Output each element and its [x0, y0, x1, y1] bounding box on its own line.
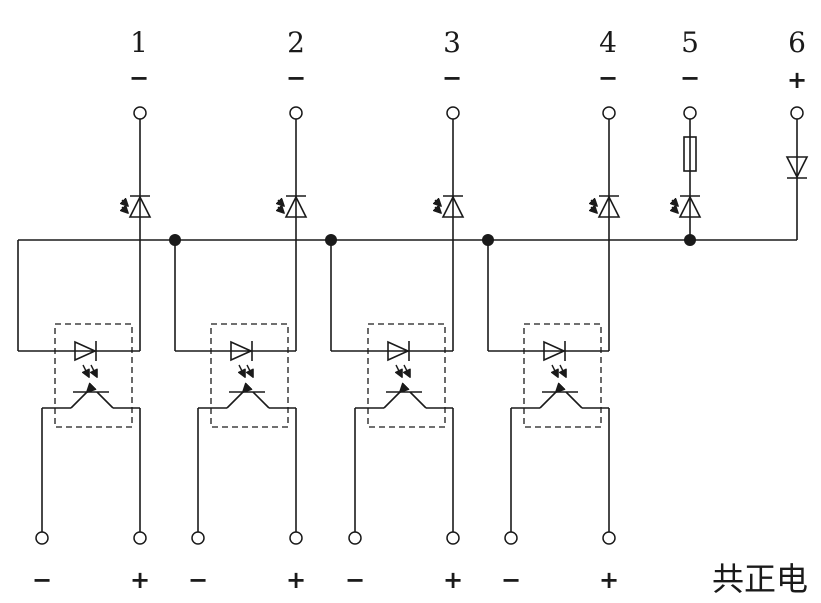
terminal-3-circle: [446, 106, 460, 120]
led-icon: [435, 195, 465, 218]
led-icon: [122, 195, 152, 218]
output-pair: −+: [345, 531, 463, 594]
junction-dot: [684, 234, 696, 246]
led-icon: [278, 195, 308, 218]
terminal-4-circle: [602, 106, 616, 120]
junction-dot: [325, 234, 337, 246]
led-icon: [387, 340, 410, 362]
led-icon: [543, 340, 566, 362]
terminal-1-circle: [133, 106, 147, 120]
output-plus-terminal: [446, 531, 460, 545]
terminal-5-sign: −: [680, 64, 700, 92]
output-minus-label: −: [32, 566, 52, 594]
output-plus-label: +: [286, 566, 306, 594]
junction-dot: [169, 234, 181, 246]
led-icon: [672, 195, 702, 218]
terminal-4-sign: −: [598, 64, 618, 92]
top-labels: 1 2 3 4 5 6 − − − − − +: [129, 26, 807, 94]
terminal-2-circle: [289, 106, 303, 120]
led-icon: [230, 340, 253, 362]
terminal-3-sign: −: [442, 64, 462, 92]
output-minus-terminal: [504, 531, 518, 545]
led-icon: [74, 340, 97, 362]
junction-dots: [169, 234, 696, 246]
output-pair: −+: [501, 531, 619, 594]
terminal-2-number: 2: [287, 26, 305, 59]
output-minus-label: −: [345, 566, 365, 594]
terminal-6-number: 6: [788, 26, 806, 59]
top-terminals: [133, 106, 804, 120]
terminal-1-sign: −: [129, 64, 149, 92]
output-plus-label: +: [599, 566, 619, 594]
terminal-5-number: 5: [681, 26, 699, 59]
terminal-3-number: 3: [443, 26, 461, 59]
terminal-4-number: 4: [599, 26, 617, 59]
terminal-6-sign: +: [787, 66, 807, 94]
output-plus-terminal: [289, 531, 303, 545]
output-minus-terminal: [191, 531, 205, 545]
wires: [17, 119, 798, 352]
optocoupler: [41, 323, 141, 532]
optocoupler: [197, 323, 297, 532]
output-plus-terminal: [602, 531, 616, 545]
output-plus-terminal: [133, 531, 147, 545]
output-plus-label: +: [443, 566, 463, 594]
terminal-1-number: 1: [130, 26, 148, 59]
indicator-leds: [122, 195, 702, 218]
junction-dot: [482, 234, 494, 246]
bottom-terminals: −+−+−+−+: [32, 531, 619, 594]
led-icon: [591, 195, 621, 218]
output-minus-terminal: [35, 531, 49, 545]
terminal-2-sign: −: [286, 64, 306, 92]
output-pair: −+: [32, 531, 150, 594]
output-minus-label: −: [188, 566, 208, 594]
output-plus-label: +: [130, 566, 150, 594]
optocoupler: [510, 323, 610, 532]
diode-icon: [785, 156, 809, 179]
resistor-icon: [683, 136, 697, 172]
caption: 共正电: [712, 560, 808, 598]
output-minus-label: −: [501, 566, 521, 594]
output-pair: −+: [188, 531, 306, 594]
terminal-5-circle: [683, 106, 697, 120]
output-minus-terminal: [348, 531, 362, 545]
optocouplers: [41, 323, 610, 532]
terminal-6-circle: [790, 106, 804, 120]
optocoupler: [354, 323, 454, 532]
